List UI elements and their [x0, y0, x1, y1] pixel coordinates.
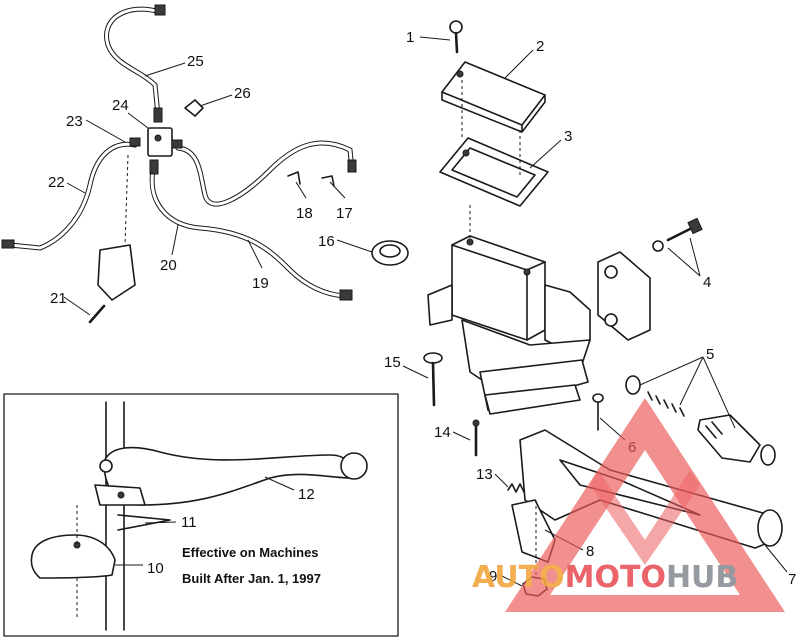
callout-15: 15 [384, 354, 401, 371]
callout-2: 2 [536, 38, 544, 55]
inset-panel [3, 393, 399, 637]
callout-10: 10 [147, 560, 164, 577]
callout-19: 19 [252, 275, 269, 292]
svg-text:AUTOMOTOHUB: AUTOMOTOHUB [472, 560, 738, 595]
callout-17: 17 [336, 205, 353, 222]
callout-14: 14 [434, 424, 451, 441]
watermark-logo: AUTOMOTOHUB [472, 398, 785, 612]
callout-22: 22 [48, 174, 65, 191]
callout-20: 20 [160, 257, 177, 274]
callout-4: 4 [703, 274, 711, 291]
callout-18: 18 [296, 205, 313, 222]
callout-12: 12 [298, 486, 315, 503]
callout-13: 13 [476, 466, 493, 483]
watermark-triangle-icon [505, 398, 785, 612]
callout-16: 16 [318, 233, 335, 250]
callout-24: 24 [112, 97, 129, 114]
watermark-auto: AUTO [472, 560, 565, 595]
watermark-hub: HUB [666, 560, 738, 595]
callout-5: 5 [706, 346, 714, 363]
callout-9: 9 [489, 568, 497, 585]
callout-21: 21 [50, 290, 67, 307]
callout-3: 3 [564, 128, 572, 145]
brake-hose-assembly [1, 4, 357, 324]
callout-11: 11 [181, 514, 197, 531]
callout-7: 7 [788, 571, 796, 588]
callout-26: 26 [234, 85, 251, 102]
callout-25: 25 [187, 53, 204, 70]
callout-23: 23 [66, 113, 83, 130]
callout-8: 8 [586, 543, 594, 560]
leader-lines [63, 36, 788, 587]
callout-1: 1 [406, 29, 414, 46]
watermark-moto: MOTO [565, 560, 666, 595]
inset-note-line-1: Effective on Machines [182, 545, 319, 560]
callout-labels: 1 2 3 4 5 6 7 8 9 10 11 12 13 14 15 16 1… [48, 29, 796, 588]
inset-note-line-2: Built After Jan. 1, 1997 [182, 571, 321, 586]
